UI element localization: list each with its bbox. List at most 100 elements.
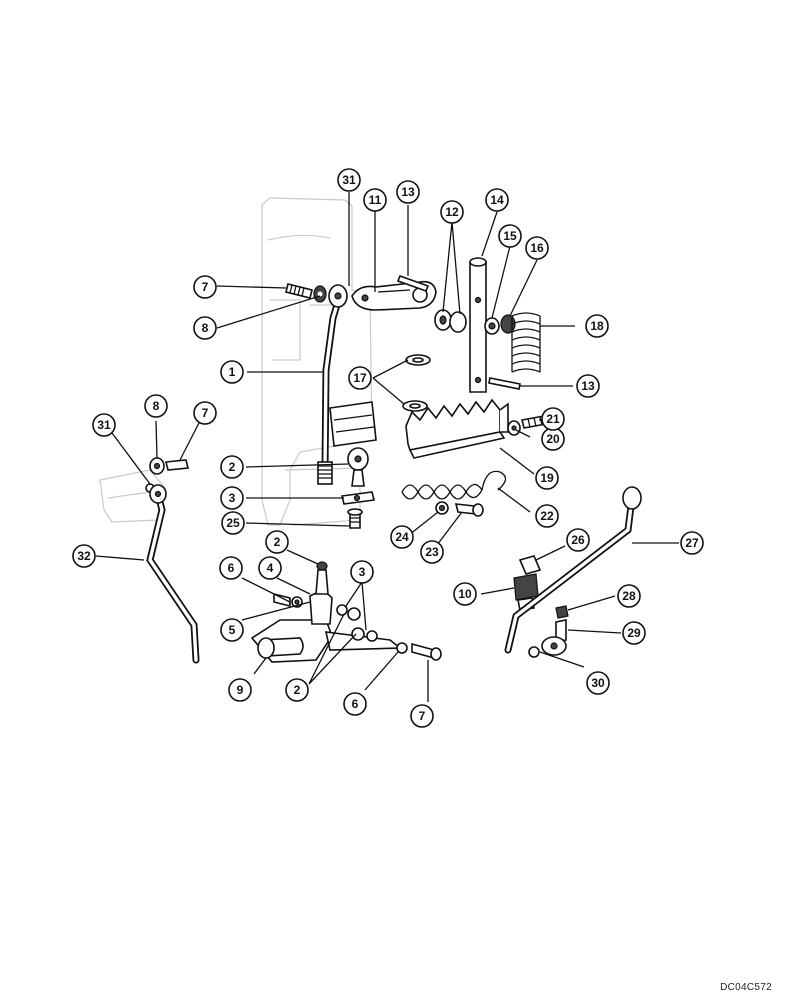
vertical-shaft (469, 257, 487, 393)
callout-label: 28 (622, 589, 636, 603)
callout-20: 20 (541, 427, 565, 451)
callout-label: 22 (540, 509, 554, 523)
callout-24: 24 (390, 525, 414, 549)
callout-4: 4 (258, 556, 282, 580)
callout-circle (220, 486, 244, 510)
callout-27: 27 (680, 531, 704, 555)
callout-10: 10 (453, 582, 477, 606)
callout-13: 13 (396, 180, 420, 204)
pin-upper (396, 274, 430, 293)
callout-6: 6 (343, 692, 367, 716)
callout-circle (585, 314, 609, 338)
callout-6: 6 (219, 556, 243, 580)
callout-label: 2 (274, 535, 281, 549)
control-rod (317, 284, 348, 485)
callout-label: 19 (540, 471, 554, 485)
callout-circle (498, 224, 522, 248)
callout-circle (220, 360, 244, 384)
callout-group: 1222334566777889101112131314151617181920… (72, 168, 704, 728)
callout-label: 3 (229, 491, 236, 505)
tension-spring (401, 470, 507, 500)
callout-label: 26 (571, 533, 585, 547)
callout-label: 4 (267, 561, 274, 575)
callout-13: 13 (576, 374, 600, 398)
callout-28: 28 (617, 584, 641, 608)
callout-8: 8 (193, 316, 217, 340)
callout-circle (617, 584, 641, 608)
callout-circle (525, 236, 549, 260)
callout-14: 14 (485, 188, 509, 212)
callout-circle (144, 394, 168, 418)
callout-circle (485, 188, 509, 212)
ball-joint-assembly (341, 447, 375, 529)
callout-circle (265, 530, 289, 554)
callout-circle (348, 366, 372, 390)
callout-label: 31 (97, 418, 111, 432)
callout-label: 5 (229, 623, 236, 637)
callout-circle (193, 275, 217, 299)
nut-and-spacer (484, 314, 516, 335)
callout-label: 21 (546, 412, 560, 426)
callout-7: 7 (410, 704, 434, 728)
callout-label: 1 (229, 365, 236, 379)
callout-circle (390, 525, 414, 549)
mounting-block (329, 401, 377, 447)
callout-8: 8 (144, 394, 168, 418)
callout-label: 8 (202, 321, 209, 335)
callout-circle (258, 556, 282, 580)
callout-label: 16 (530, 241, 544, 255)
callout-circle (680, 531, 704, 555)
callout-circle (228, 678, 252, 702)
callout-21: 21 (541, 407, 565, 431)
callout-circle (535, 466, 559, 490)
nut-and-bolt-middle (435, 501, 484, 517)
callout-2: 2 (285, 678, 309, 702)
callout-32: 32 (72, 544, 96, 568)
callout-label: 6 (352, 697, 359, 711)
callout-label: 6 (228, 561, 235, 575)
callout-18: 18 (585, 314, 609, 338)
callout-label: 25 (226, 516, 240, 530)
callout-1: 1 (220, 360, 244, 384)
callout-19: 19 (535, 466, 559, 490)
callout-label: 14 (490, 193, 504, 207)
callout-circle (92, 413, 116, 437)
callout-15: 15 (498, 224, 522, 248)
callout-circle (193, 316, 217, 340)
callout-circle (337, 168, 361, 192)
callout-3: 3 (220, 486, 244, 510)
callout-3: 3 (350, 560, 374, 584)
callout-30: 30 (586, 671, 610, 695)
callout-7: 7 (193, 275, 217, 299)
bushings (434, 309, 467, 333)
callout-circle (535, 504, 559, 528)
callout-16: 16 (525, 236, 549, 260)
right-ball-joint (528, 605, 569, 658)
callout-5: 5 (220, 618, 244, 642)
drawing-code: DC04C572 (720, 982, 772, 993)
callout-circle (622, 621, 646, 645)
callout-label: 10 (458, 587, 472, 601)
callout-label: 20 (546, 432, 560, 446)
callout-circle (453, 582, 477, 606)
callout-circle (586, 671, 610, 695)
left-rod-assembly (145, 457, 200, 664)
callout-9: 9 (228, 678, 252, 702)
callout-29: 29 (622, 621, 646, 645)
callout-circle (420, 540, 444, 564)
lever-arm (351, 280, 437, 311)
callout-circle (410, 704, 434, 728)
callout-circle (350, 560, 374, 584)
callout-label: 17 (353, 371, 367, 385)
callout-label: 23 (425, 545, 439, 559)
callout-circle (343, 692, 367, 716)
callout-circle (220, 455, 244, 479)
callout-label: 3 (359, 565, 366, 579)
callout-circle (576, 374, 600, 398)
callout-circle (221, 511, 245, 535)
callout-label: 31 (342, 173, 356, 187)
callout-label: 29 (627, 626, 641, 640)
callout-label: 30 (591, 676, 605, 690)
leader-lines (95, 192, 679, 702)
callout-label: 7 (419, 709, 426, 723)
